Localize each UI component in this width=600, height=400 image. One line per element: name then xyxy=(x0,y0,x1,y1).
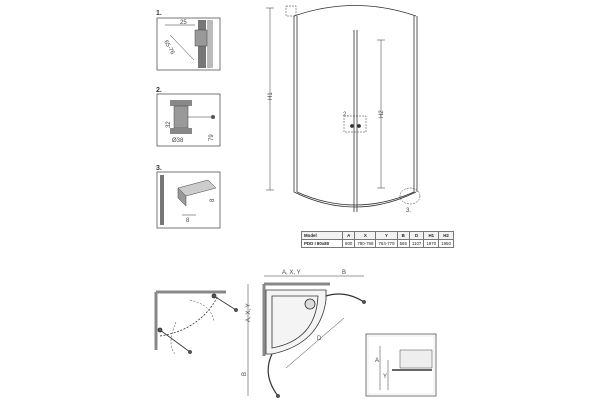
detail-2-dim-h2: 79 xyxy=(209,134,215,141)
detail-3-dim-b: 8 xyxy=(186,218,190,224)
plan-diag: D xyxy=(317,336,322,342)
col-y: Y xyxy=(375,231,398,240)
front-elevation xyxy=(266,5,421,212)
col-x: X xyxy=(354,231,377,240)
col-d: D xyxy=(408,231,425,240)
cell-d: 1107 xyxy=(408,239,425,248)
detail-1-number: 1. xyxy=(156,10,162,17)
zoom-label-1: A xyxy=(375,358,379,364)
col-h1: H1 xyxy=(423,231,440,240)
zoom-label-2: Y xyxy=(383,374,387,380)
col-h2: H2 xyxy=(438,231,454,240)
detail-2: 2. 32 79 Ø38 xyxy=(156,87,221,147)
main-plan xyxy=(247,275,366,398)
front-zoom-label: 2. xyxy=(343,112,348,118)
plan-top-right: B xyxy=(342,270,346,276)
zoom-box xyxy=(365,333,437,397)
spec-table: Model A X Y B D H1 H2 PDD I 80x80 800 78… xyxy=(301,231,454,248)
cell-a: 800 xyxy=(341,239,356,248)
detail-3-number: 3. xyxy=(156,165,162,172)
plan-side-bottom: B xyxy=(242,372,248,376)
cell-h1: 1970 xyxy=(423,239,440,248)
detail-1: 1. 25 65-76 xyxy=(156,10,221,71)
cell-y: 764-779 xyxy=(375,239,398,248)
detail-2-dim-dia: Ø38 xyxy=(172,138,184,144)
small-plan xyxy=(154,290,238,356)
col-b: B xyxy=(396,231,410,240)
plan-side-left: A, X, Y xyxy=(246,303,252,322)
detail-3-dim-side: 8 xyxy=(210,198,216,202)
col-a: A xyxy=(341,231,356,240)
col-model: Model xyxy=(301,231,343,240)
detail-1-dim-top: 25 xyxy=(180,20,187,26)
table-row: PDD I 80x80 800 780-798 764-779 565 1107… xyxy=(301,239,454,248)
dim-h2: H2 xyxy=(379,110,385,118)
detail-3: 3. 8 8 xyxy=(156,165,221,229)
detail-2-number: 2. xyxy=(156,87,162,94)
cell-b: 565 xyxy=(396,239,410,248)
plan-top-left: A, X, Y xyxy=(282,270,301,276)
spec-table-header: Model A X Y B D H1 H2 xyxy=(301,231,454,240)
front-bottom-label: 3. xyxy=(406,208,411,214)
cell-model: PDD I 80x80 xyxy=(301,239,343,248)
detail-2-dim-h1: 32 xyxy=(166,121,172,128)
cell-h2: 1950 xyxy=(438,239,454,248)
dim-h1: H1 xyxy=(268,92,274,100)
cell-x: 780-798 xyxy=(354,239,377,248)
